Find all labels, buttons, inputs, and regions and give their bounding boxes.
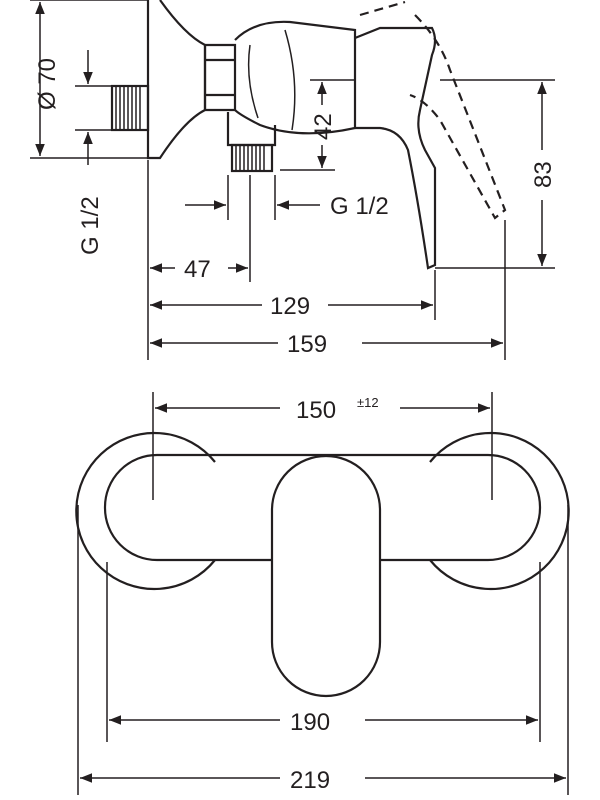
front-view: 150 ±12 190 219 [75, 392, 570, 795]
body-depth-label: 129 [270, 293, 310, 320]
outlet-offset-label: 47 [184, 256, 211, 283]
body-width-label: 190 [290, 709, 330, 736]
flange-diameter-label: Ø 70 [34, 58, 61, 110]
total-width-label: 219 [290, 767, 330, 794]
lever-handle [354, 26, 437, 270]
inlet-thread [110, 84, 150, 132]
side-view: Ø 70 G 1/2 42 83 G 1/2 47 129 159 [30, 0, 557, 360]
outlet-height-label: 42 [310, 113, 337, 140]
lever-height-label: 83 [530, 161, 557, 188]
lever-open-position [359, 0, 507, 220]
outlet-thread-label: G 1/2 [330, 193, 389, 220]
union-nut [203, 43, 237, 112]
lever-handle [270, 454, 382, 698]
center-distance-label: 150 [296, 397, 336, 424]
left-flange [75, 431, 216, 591]
wall-flange [146, 0, 207, 160]
mixer-body [234, 20, 357, 135]
inlet-thread-label: G 1/2 [77, 196, 104, 255]
total-depth-label: 159 [287, 331, 327, 358]
outlet-thread [226, 112, 277, 173]
center-tolerance-label: ±12 [357, 395, 379, 410]
